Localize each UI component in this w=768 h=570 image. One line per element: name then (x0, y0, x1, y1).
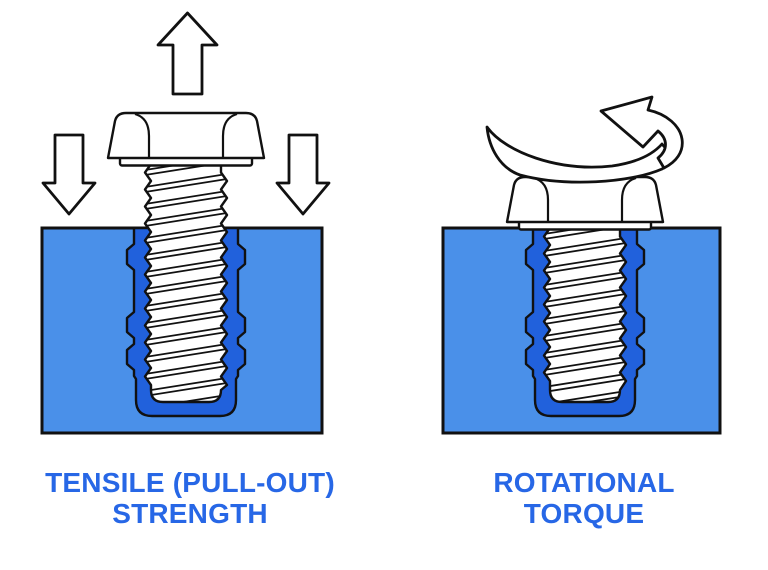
hex-bolt-head (505, 175, 665, 224)
caption-tensile-line2: STRENGTH (112, 498, 268, 529)
caption-torque-line1: ROTATIONAL (493, 467, 675, 498)
bolt-threads (542, 226, 628, 404)
down-arrow-icon (41, 133, 97, 216)
caption-torque-line2: TORQUE (523, 498, 645, 529)
bolt-threads (143, 162, 229, 404)
down-arrow-icon (275, 133, 331, 216)
figure-tensile-pullout (40, 11, 331, 435)
rotation-arrow-head (599, 95, 684, 170)
rotation-arrow-icon (485, 95, 684, 184)
caption-torque: ROTATIONAL TORQUE (414, 467, 754, 529)
up-arrow-icon (156, 11, 219, 96)
caption-tensile-line1: TENSILE (PULL-OUT) (45, 467, 335, 498)
hex-bolt-head (106, 111, 266, 160)
figure-rotational-torque (441, 95, 722, 435)
hex-head-facets (134, 112, 238, 158)
caption-tensile: TENSILE (PULL-OUT) STRENGTH (20, 467, 360, 529)
